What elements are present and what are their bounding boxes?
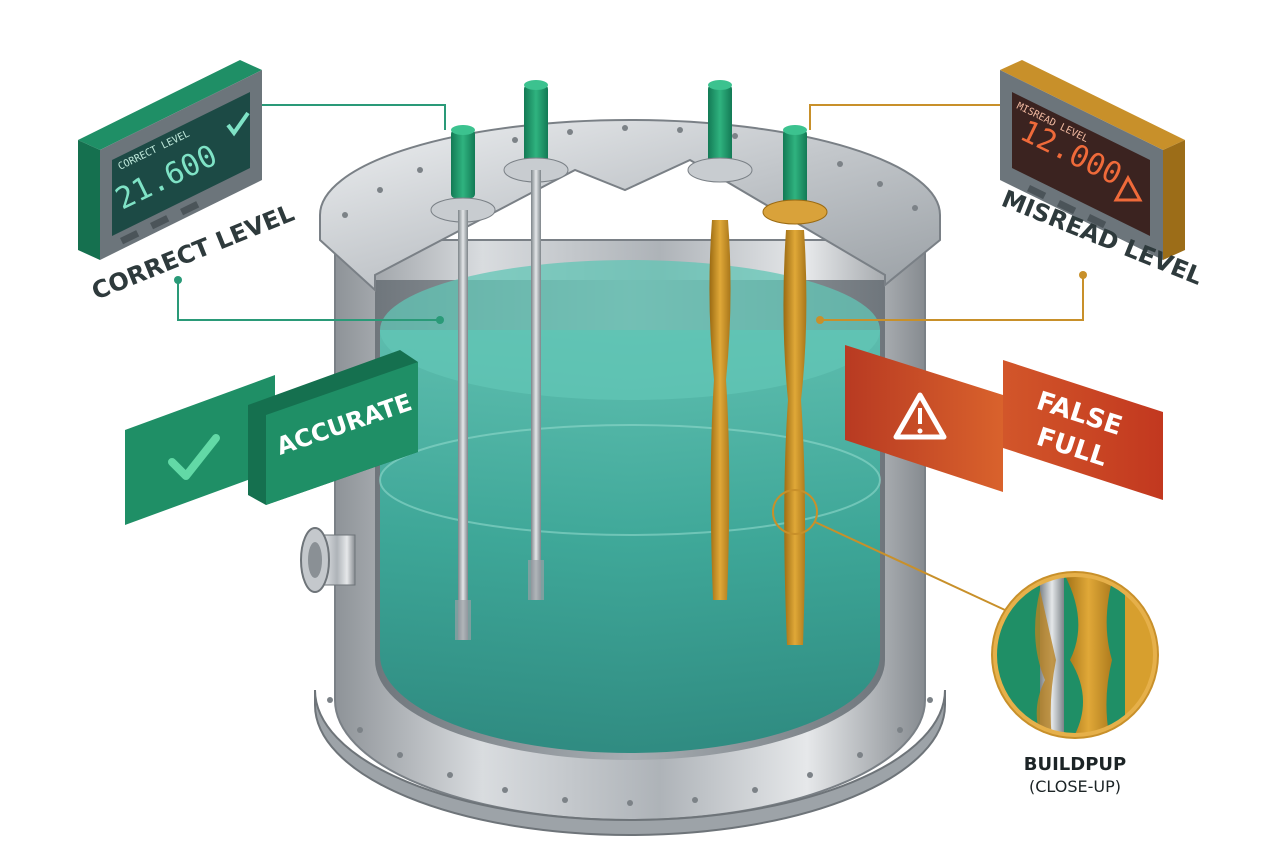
probe-clean-1 xyxy=(430,125,496,640)
tank xyxy=(300,119,946,836)
side-nozzle xyxy=(300,527,356,593)
accurate-check-icon xyxy=(168,434,220,480)
closeup-sublabel: (CLOSE-UP) xyxy=(1029,777,1121,796)
right-level-display: MISREAD LEVEL 12.000 MISREAD LEVEL xyxy=(998,60,1206,291)
bottom-flange xyxy=(314,689,946,836)
liquid xyxy=(380,330,880,753)
closeup-label: BUILDPUP xyxy=(1024,754,1126,775)
probe-fouled-2 xyxy=(762,125,828,645)
check-icon xyxy=(226,111,250,137)
left-level-display: CORRECT LEVEL 21.600 CORRECT LEVEL xyxy=(78,60,298,306)
callout-lines xyxy=(174,104,1087,611)
warning-icon xyxy=(1113,174,1143,202)
probe-clean-2 xyxy=(503,80,569,600)
false-full-banner: FALSE FULL xyxy=(845,345,1163,500)
accurate-banner: ACCURATE xyxy=(125,350,418,525)
false-full-warning-icon xyxy=(893,392,947,440)
liquid-surface xyxy=(380,260,880,400)
buildup-closeup: BUILDPUP (CLOSE-UP) xyxy=(991,571,1159,796)
probe-fouled-1 xyxy=(687,80,753,600)
